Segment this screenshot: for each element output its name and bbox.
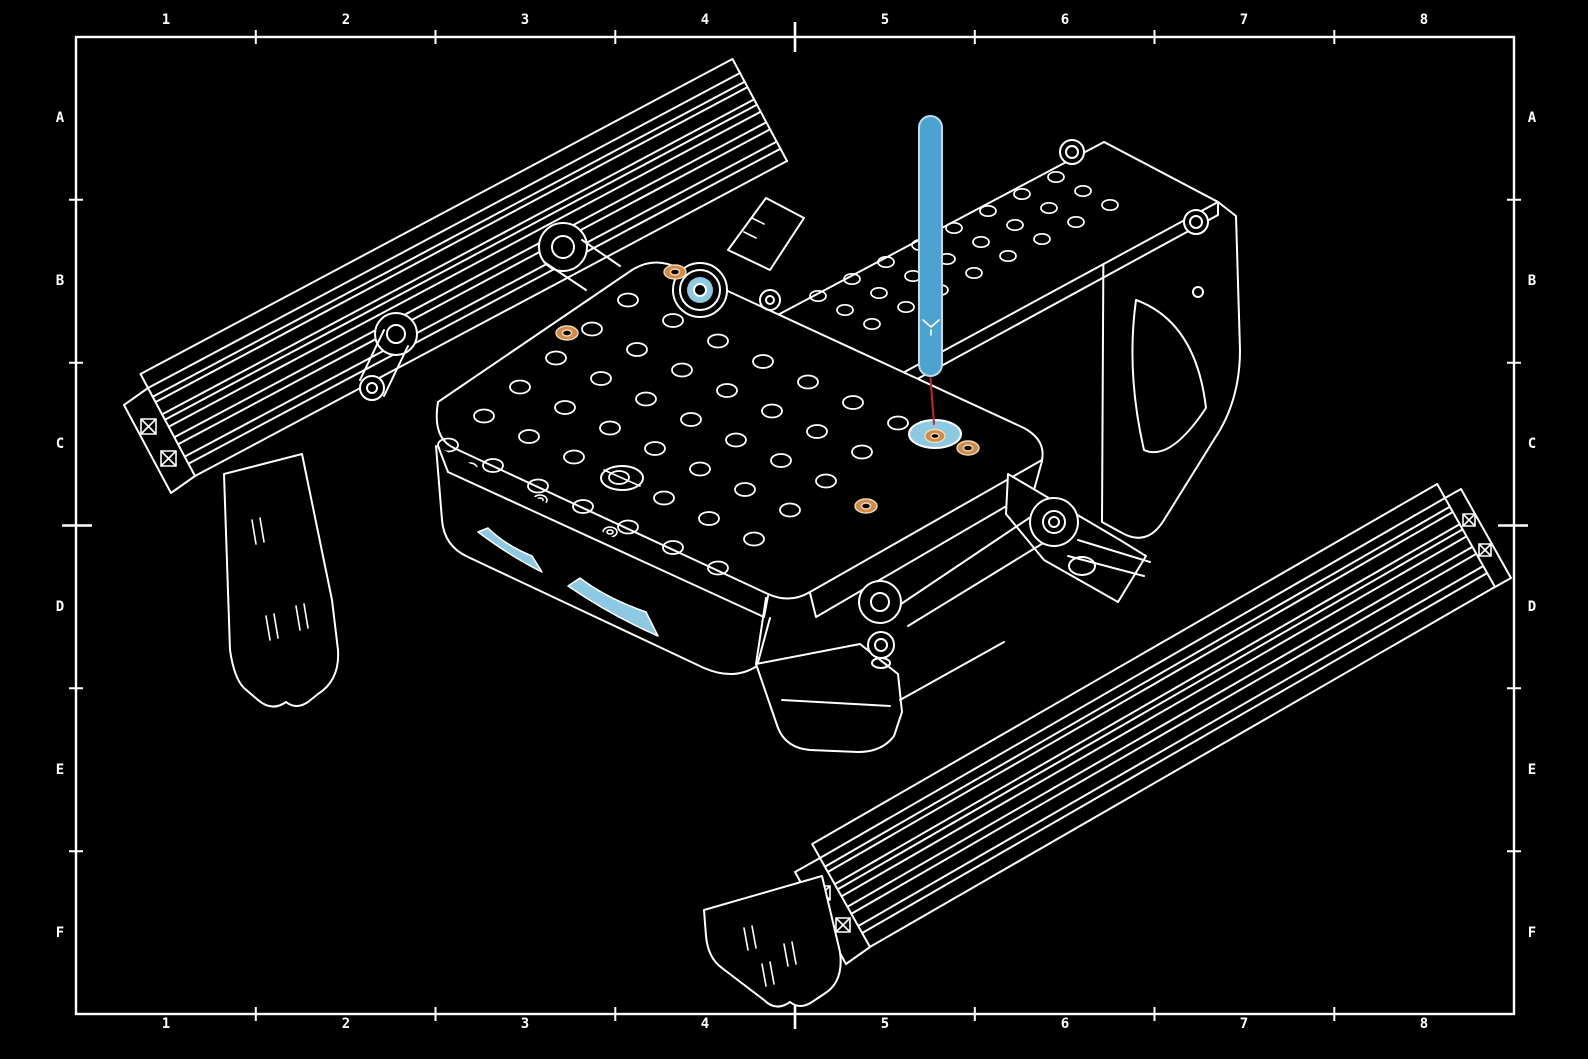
col-label-bottom-5: 5: [880, 1016, 890, 1032]
col-label-top-8: 8: [1419, 12, 1429, 28]
rail-pivot-bolt: [551, 235, 575, 259]
slotted-tab: [727, 197, 805, 271]
tab-slots: [743, 217, 765, 239]
rail-pivot-lug-3: [359, 375, 385, 401]
flange-cutout: [1131, 299, 1207, 454]
col-label-bottom-3: 3: [520, 1016, 530, 1032]
col-label-top-4: 4: [700, 12, 710, 28]
highlight-edge-1: [477, 527, 543, 573]
right-foot-bracket: [703, 875, 842, 1008]
linkage-hole: [1068, 556, 1096, 576]
linkage-pivot-socket: [1048, 516, 1060, 528]
row-label-right-b: B: [1527, 273, 1537, 289]
slot-hole-line: [603, 469, 641, 487]
rail-pivot-bolt-3: [366, 382, 378, 394]
pin-callout: [918, 115, 943, 425]
left-foot-slots: [251, 517, 309, 641]
left-rail-slot-lines: [147, 72, 788, 477]
row-label-left-a: A: [55, 110, 65, 126]
linkage-pivot-bolt: [1042, 510, 1066, 534]
assembly-illustration: [123, 58, 1512, 1008]
seat-plate-outline: [435, 261, 1044, 600]
rail-lug-bar: [359, 329, 409, 397]
row-label-right-a: A: [1527, 110, 1537, 126]
left-foot-bracket: [223, 453, 340, 708]
highlight-pin: [918, 115, 943, 377]
grid-ticks: [69, 30, 1521, 1021]
col-label-bottom-1: 1: [161, 1016, 171, 1032]
base-skirt: [435, 445, 1043, 675]
bracket-screw-1: [1059, 139, 1085, 165]
linkage-joint-bolt: [870, 592, 890, 612]
linkage-joint-2: [867, 631, 895, 659]
col-label-bottom-6: 6: [1060, 1016, 1070, 1032]
pivot-linkage: [755, 473, 1151, 753]
left-rail-end-cap: [123, 387, 196, 494]
tab-outline: [727, 197, 805, 271]
right-foot-outline: [703, 875, 842, 1008]
left-rail-top-face: [139, 58, 788, 389]
col-label-bottom-4: 4: [700, 1016, 710, 1032]
bracket-screw-2-socket: [1189, 215, 1203, 229]
row-label-left-f: F: [55, 925, 65, 941]
col-label-top-7: 7: [1239, 12, 1249, 28]
right-rail-slot-lines: [819, 497, 1496, 948]
plate-side-walls: [437, 445, 1043, 618]
rail-pivot-lug-2: [374, 312, 418, 356]
linkage-joint-2-bolt: [874, 638, 888, 652]
center-marks: [62, 22, 1528, 1029]
col-label-top-1: 1: [161, 12, 171, 28]
linkage-pivot: [1029, 497, 1079, 547]
highlight-parts: [555, 262, 980, 514]
plate-bolt-socket: [765, 295, 775, 305]
right-rail-end-profile-right: [1462, 513, 1492, 557]
row-label-left-c: C: [55, 436, 65, 452]
rail-pivot-bolt-2: [386, 324, 406, 344]
left-foot-outline: [223, 453, 340, 708]
row-label-right-c: C: [1527, 436, 1537, 452]
bushing-highlights: [555, 264, 980, 514]
right-rail-top-face: [811, 483, 1446, 859]
countersunk-slot-hole: [600, 465, 644, 491]
rail-pivot-lug: [538, 222, 588, 272]
row-label-left-d: D: [55, 599, 65, 615]
under-sheet: [755, 643, 903, 753]
left-rail-end-profile: [140, 418, 177, 467]
right-rail-end-cap-right: [1444, 488, 1512, 588]
under-sheet-lines: [755, 597, 1005, 707]
col-label-bottom-8: 8: [1419, 1016, 1429, 1032]
row-label-left-b: B: [55, 273, 65, 289]
row-label-right-f: F: [1527, 925, 1537, 941]
linkage-arms: [897, 507, 1151, 627]
col-label-bottom-7: 7: [1239, 1016, 1249, 1032]
row-label-right-e: E: [1527, 762, 1537, 778]
bearing-ring: [679, 269, 721, 311]
seat-plate-hole-array: [437, 292, 909, 576]
skirt-outline: [435, 445, 771, 675]
rail-lug-arm: [543, 239, 621, 291]
bracket-screw-1-socket: [1065, 145, 1079, 159]
flange-hole: [1192, 286, 1204, 298]
plate-bolt: [759, 289, 781, 311]
linkage-nut: [871, 657, 891, 669]
right-foot-slots: [743, 925, 797, 987]
seat-plate: [435, 261, 1044, 600]
bracket-screw-2: [1183, 209, 1209, 235]
drawing-frame: [62, 22, 1528, 1029]
row-label-left-e: E: [55, 762, 65, 778]
left-extrusion-rail: [123, 58, 788, 494]
col-label-top-3: 3: [520, 12, 530, 28]
col-label-top-6: 6: [1060, 12, 1070, 28]
red-leader-line: [929, 377, 935, 425]
row-label-right-d: D: [1527, 599, 1537, 615]
col-label-top-2: 2: [341, 12, 351, 28]
col-label-top-5: 5: [880, 12, 890, 28]
bracket-hole-array: [809, 170, 1119, 331]
pin-notch: [922, 319, 940, 336]
bearing-bore: [693, 283, 707, 297]
linkage-joint: [858, 580, 902, 624]
highlight-edge-2: [567, 577, 659, 637]
col-label-bottom-2: 2: [341, 1016, 351, 1032]
